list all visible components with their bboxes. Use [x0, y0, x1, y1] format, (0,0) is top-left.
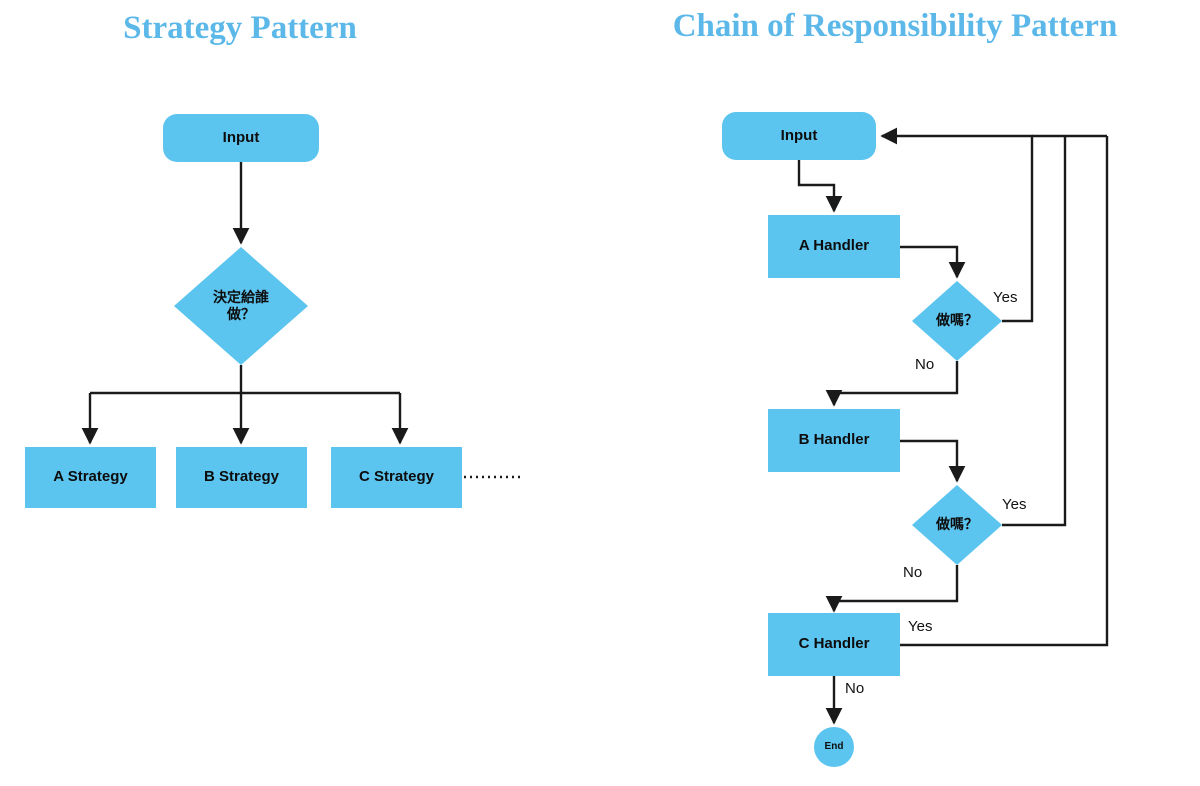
node-strategy-b[interactable] — [176, 447, 307, 508]
strategy-pattern-title: Strategy Pattern — [123, 10, 357, 46]
edge-label-no-a: No — [915, 356, 935, 373]
edge-label-yes-a: Yes — [993, 289, 1018, 306]
node-strategy-input[interactable] — [163, 114, 319, 162]
node-chain-input[interactable] — [722, 112, 876, 160]
edge-handler-c-yes-return — [900, 136, 1109, 647]
edge-handler-b-to-decision-b — [900, 439, 966, 483]
edge-decision-a-yes-return — [880, 127, 1034, 323]
edge-decision-b-yes-return — [1002, 136, 1067, 527]
node-handler-c[interactable] — [768, 613, 900, 676]
node-strategy-c[interactable] — [331, 447, 462, 508]
node-strategy-decision[interactable] — [174, 247, 308, 365]
node-handler-b[interactable] — [768, 409, 900, 472]
node-decision-b[interactable] — [912, 485, 1002, 565]
edge-label-no-c: No — [845, 680, 865, 697]
node-handler-a[interactable] — [768, 215, 900, 278]
edge-label-no-b: No — [903, 564, 923, 581]
chain-diagram — [722, 112, 1109, 767]
edge-handler-a-to-decision-a — [900, 245, 966, 279]
node-end[interactable] — [814, 727, 854, 767]
edge-decision-a-no — [825, 361, 959, 407]
strategy-diagram — [25, 114, 524, 508]
edge-decision-b-no — [825, 565, 959, 613]
edge-label-yes-b: Yes — [1002, 496, 1027, 513]
node-strategy-a[interactable] — [25, 447, 156, 508]
chain-pattern-title: Chain of Responsibility Pattern — [672, 8, 1118, 44]
node-decision-a[interactable] — [912, 281, 1002, 361]
edge-input-to-handler-a — [797, 160, 843, 213]
edge-label-yes-c: Yes — [908, 618, 933, 635]
